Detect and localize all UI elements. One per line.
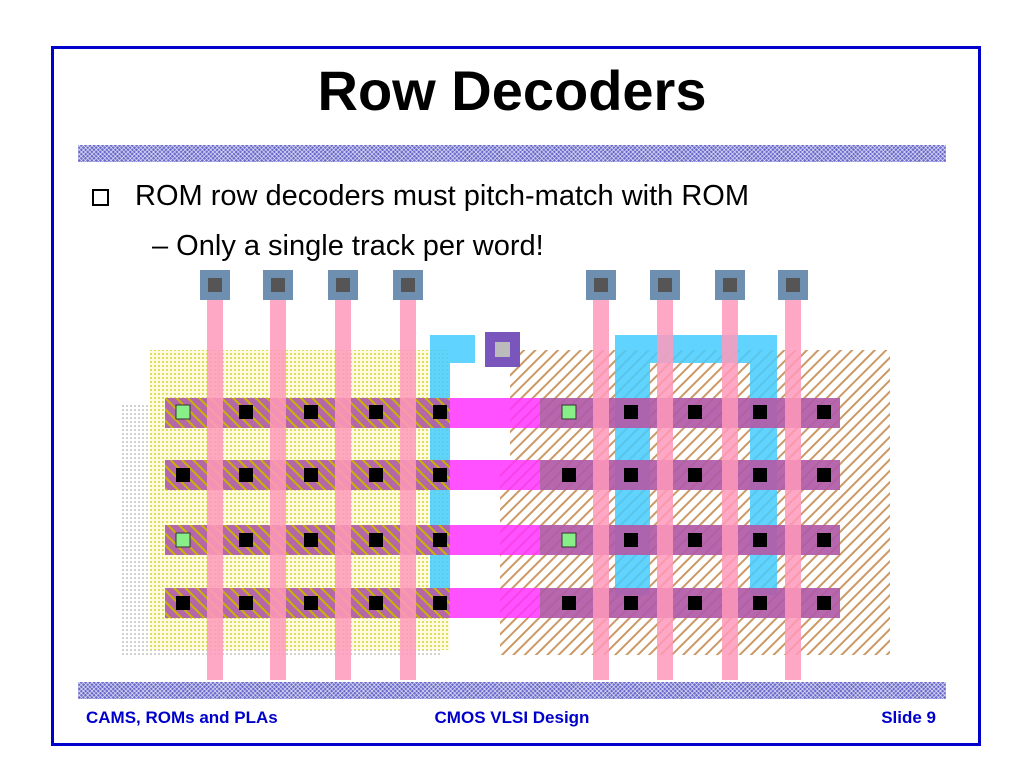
poly-contact — [485, 332, 520, 367]
bullet-item: ROM row decoders must pitch-match with R… — [92, 180, 749, 213]
footer-title: CMOS VLSI Design — [434, 708, 590, 727]
slide-title: Row Decoders — [317, 59, 707, 122]
footer-course: CAMS, ROMs and PLAs — [86, 708, 278, 727]
bit-lines — [207, 290, 801, 680]
n-well-step — [500, 465, 510, 655]
top-pads — [200, 270, 808, 300]
rom-decoder-layout-diagram — [120, 270, 890, 680]
title-divider — [78, 145, 946, 162]
contacts — [175, 404, 831, 610]
checkbox-bullet-icon — [92, 189, 109, 206]
sub-bullet-text: – Only a single track per word! — [152, 230, 544, 262]
footer-slide-number: Slide 9 — [881, 708, 936, 727]
bullet-text: ROM row decoders must pitch-match with R… — [135, 180, 749, 212]
footer-divider — [78, 682, 946, 699]
